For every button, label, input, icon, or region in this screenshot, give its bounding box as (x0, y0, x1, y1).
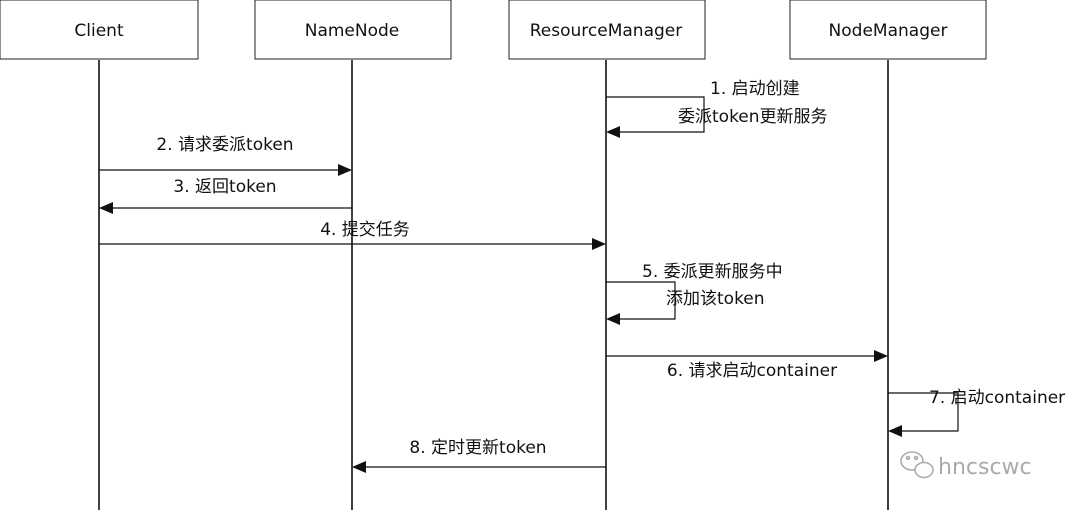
message-5-label-line1: 5. 委派更新服务中 (642, 262, 783, 282)
actor-namenode: NameNode (254, 0, 452, 60)
message-8-label: 8. 定时更新token (409, 438, 546, 458)
actor-resourcemanager-label: ResourceManager (530, 21, 682, 41)
actor-namenode-label: NameNode (305, 21, 400, 41)
message-5-label-line2: 添加该token (666, 289, 765, 309)
message-1-label-line1: 1. 启动创建 (710, 79, 800, 99)
actor-resourcemanager: ResourceManager (508, 0, 706, 60)
message-7: 7. 启动container (888, 388, 1065, 437)
message-3-label: 3. 返回token (173, 177, 276, 197)
message-7-label: 7. 启动container (929, 388, 1065, 408)
message-2: 2. 请求委派token (99, 135, 352, 176)
message-3: 3. 返回token (99, 177, 352, 214)
watermark-text: hncscwc (938, 455, 1032, 480)
message-1: 1. 启动创建 委派token更新服务 (606, 79, 828, 138)
wechat-icon (900, 451, 934, 479)
message-6: 6. 请求启动container (606, 350, 888, 381)
actor-client-label: Client (74, 21, 124, 41)
actor-nodemanager: NodeManager (789, 0, 987, 60)
message-5: 5. 委派更新服务中 添加该token (606, 262, 783, 325)
message-4-label: 4. 提交任务 (320, 220, 410, 240)
watermark: hncscwc (900, 451, 1032, 480)
message-4: 4. 提交任务 (99, 220, 606, 250)
actor-client: Client (0, 0, 199, 60)
message-1-label-line2: 委派token更新服务 (678, 107, 828, 127)
message-2-label: 2. 请求委派token (156, 135, 293, 155)
message-8: 8. 定时更新token (352, 438, 606, 473)
actor-nodemanager-label: NodeManager (829, 21, 948, 41)
message-6-label: 6. 请求启动container (667, 361, 837, 381)
